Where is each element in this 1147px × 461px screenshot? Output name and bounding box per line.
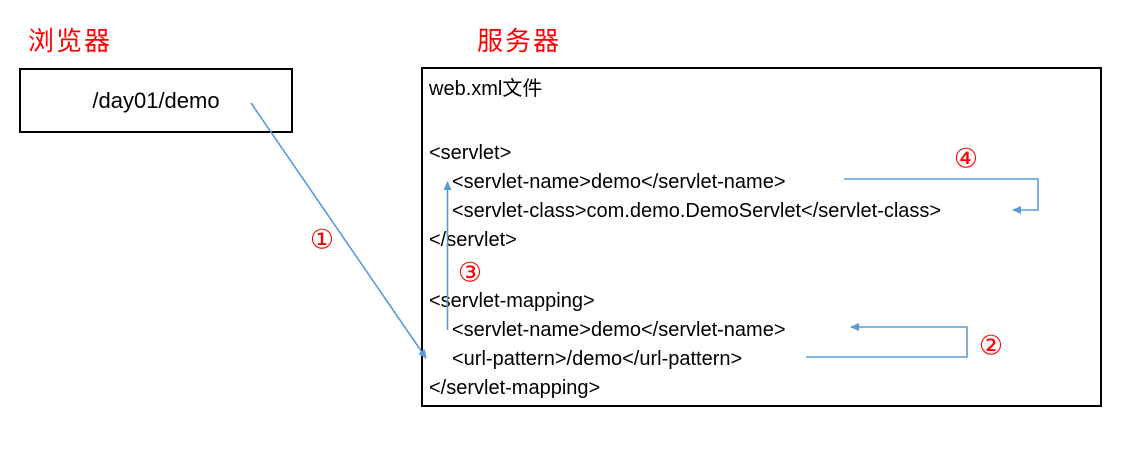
code-line-mapping-open: <servlet-mapping> xyxy=(429,290,595,312)
step-1-marker: ① xyxy=(309,224,335,256)
browser-box: /day01/demo xyxy=(19,68,293,133)
code-line-url-pattern: <url-pattern>/demo</url-pattern> xyxy=(452,348,743,370)
step-4-marker: ④ xyxy=(953,143,979,175)
code-line-servlet-name: <servlet-name>demo</servlet-name> xyxy=(452,171,786,193)
step-3-marker: ③ xyxy=(457,257,483,289)
code-line-servlet-open: <servlet> xyxy=(429,142,512,164)
webxml-file-title: web.xml文件 xyxy=(429,78,543,100)
request-url: /day01/demo xyxy=(92,87,220,113)
code-line-mapping-close: </servlet-mapping> xyxy=(429,377,601,399)
server-label: 服务器 xyxy=(477,27,562,56)
arrow-step1-request-line xyxy=(250,102,427,359)
step-2-marker: ② xyxy=(978,330,1004,362)
browser-label: 浏览器 xyxy=(28,27,113,56)
code-line-servlet-class: <servlet-class>com.demo.DemoServlet</ser… xyxy=(452,200,942,222)
code-line-mapping-servlet-name: <servlet-name>demo</servlet-name> xyxy=(452,319,786,341)
code-line-servlet-close: </servlet> xyxy=(429,229,517,251)
